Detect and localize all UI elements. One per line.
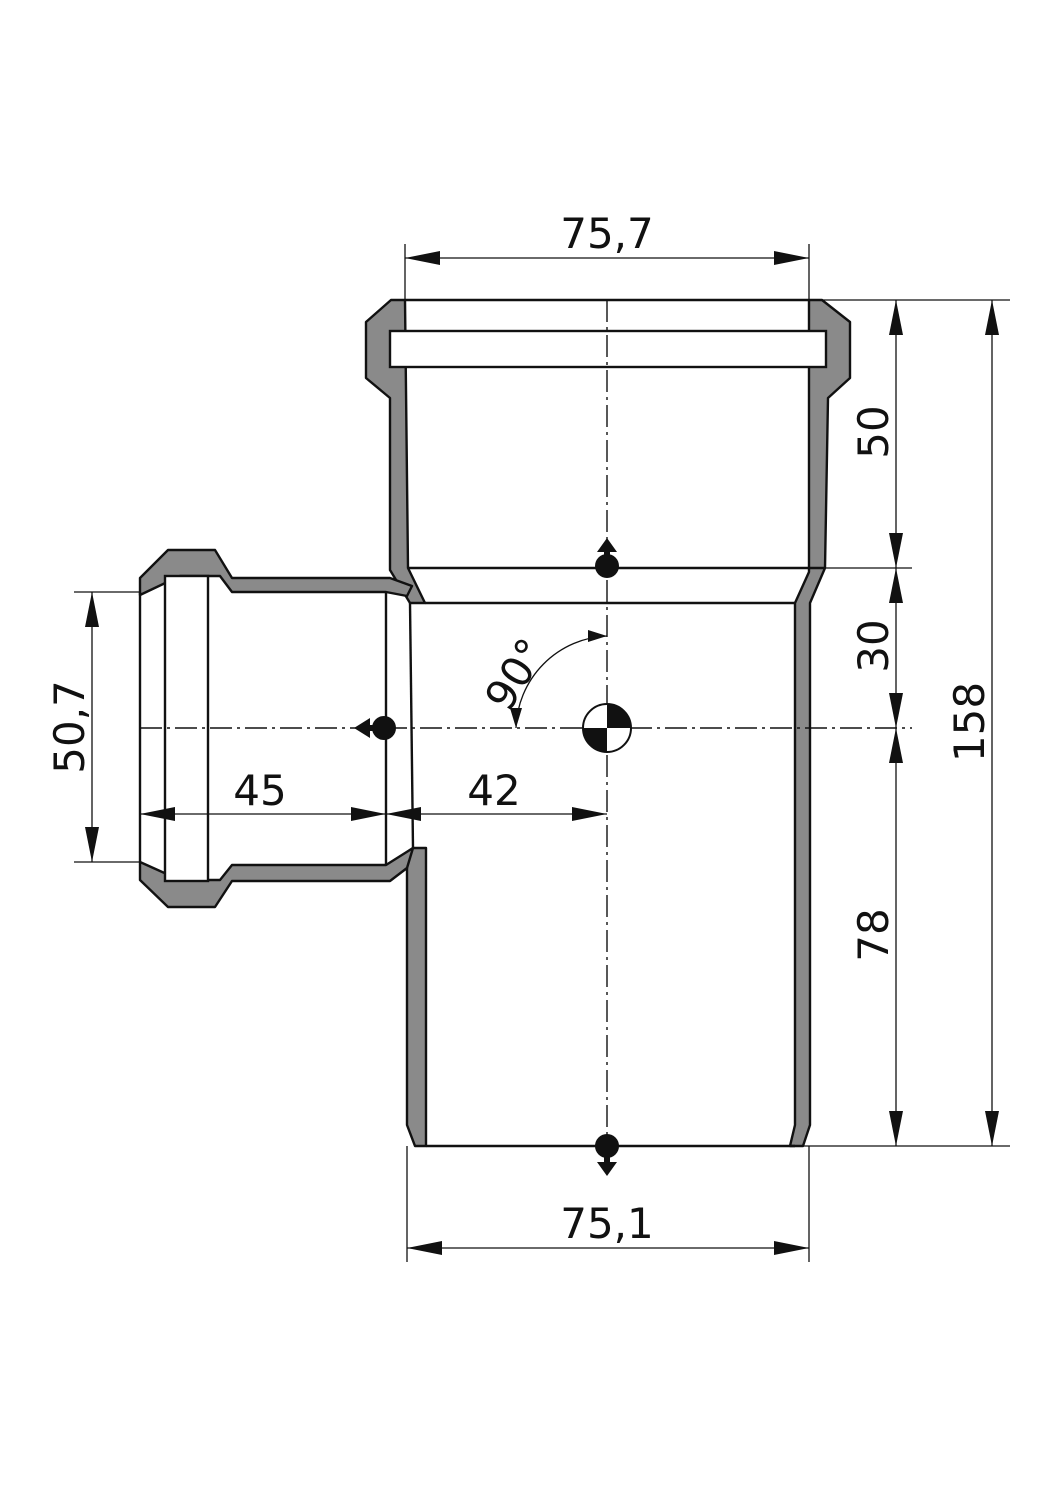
dimension-lines [85, 251, 999, 1255]
main-socket-gasket [388, 329, 828, 369]
bottom-flow-arrow-icon [595, 1134, 619, 1176]
dim-socket-width-top: 75,7 [560, 209, 654, 258]
extension-lines [74, 244, 1010, 1262]
angle-label: 90° [475, 630, 556, 719]
main-spigot-left-wall [386, 846, 428, 1148]
main-socket-left-wall [364, 298, 427, 605]
dim-overall-height: 158 [945, 682, 994, 762]
dim-socket-depth: 50 [849, 405, 898, 458]
center-point-icon [582, 703, 632, 753]
dim-branch-length: 45 [233, 766, 286, 815]
branch-opening-edge [408, 602, 415, 849]
dim-spigot-width-bottom: 75,1 [560, 1199, 654, 1248]
dim-transition-length: 30 [849, 619, 898, 672]
dim-branch-diameter: 50,7 [45, 680, 94, 774]
flow-markers [354, 538, 632, 1176]
dimension-labels: 75,7 75,1 50,7 45 42 50 30 78 158 [45, 209, 994, 1248]
main-pipe-right-wall [788, 298, 852, 1148]
dim-branch-offset: 42 [467, 766, 520, 815]
dim-lower-length: 78 [849, 908, 898, 961]
branch-flow-arrow-icon [354, 716, 396, 740]
top-flow-arrow-icon [595, 538, 619, 578]
tee-body [138, 298, 852, 1148]
branch-lower-wall [138, 846, 415, 909]
